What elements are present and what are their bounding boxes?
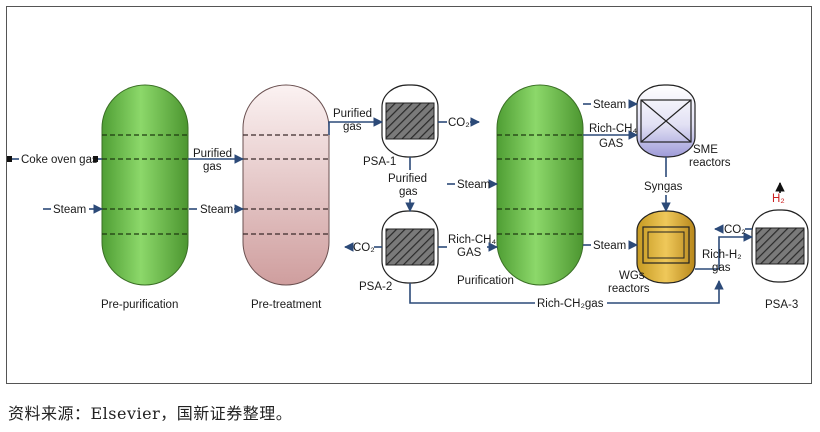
purified-gas-label: Purified <box>193 148 232 160</box>
rich-h2-gas-label: gas <box>712 262 731 274</box>
diagram-frame: Coke oven gas Steam Steam Steam Steam St… <box>6 6 812 384</box>
rich-ch4-gas-label: Rich-CH₄ <box>448 234 496 246</box>
inlet-marker <box>93 156 98 162</box>
sme-reactors-label: reactors <box>689 157 731 169</box>
sme-reactor <box>636 84 696 158</box>
flow-lines <box>9 99 753 304</box>
psa-2-label: PSA-2 <box>359 281 392 293</box>
flow-labels: Coke oven gas Steam Steam Steam Steam St… <box>21 99 785 310</box>
unit-labels: Pre-purification Pre-treatment Purificat… <box>101 156 798 311</box>
pre-treatment-column <box>242 84 330 286</box>
steam-label: Steam <box>200 204 233 216</box>
rich-ch2-gas-label: Rich-CH₂gas <box>537 298 604 310</box>
coke-oven-gas-label: Coke oven gas <box>21 154 98 166</box>
syngas-label: Syngas <box>644 181 683 193</box>
purified-gas-label: Purified <box>388 173 427 185</box>
source-note: 资料来源：Elsevier，国新证券整理。 <box>8 404 293 423</box>
steam-label: Steam <box>53 204 86 216</box>
purified-gas-label: gas <box>203 161 222 173</box>
psa-3-vessel <box>751 209 809 283</box>
wgs-reactors-label: reactors <box>608 283 650 295</box>
co2-label: CO₂ <box>353 242 375 254</box>
steam-label: Steam <box>593 240 626 252</box>
inlet-marker <box>7 156 12 162</box>
purification-label: Purification <box>457 275 514 287</box>
pre-purification-label: Pre-purification <box>101 299 178 311</box>
wgs-reactors-label: WGs <box>619 270 645 282</box>
co2-label: CO₂ <box>724 224 746 236</box>
purification-column <box>496 84 584 286</box>
rich-ch4-gas-label: GAS <box>457 247 482 259</box>
co2-label: CO₂ <box>448 117 470 129</box>
psa-1-label: PSA-1 <box>363 156 396 168</box>
h2-label: H₂ <box>772 193 785 205</box>
rich-ch4-gas-label: GAS <box>599 138 624 150</box>
process-flow-diagram: Coke oven gas Steam Steam Steam Steam St… <box>7 84 809 311</box>
purified-gas-label: gas <box>399 186 418 198</box>
psa-2-vessel <box>381 210 439 284</box>
steam-label: Steam <box>457 179 490 191</box>
pre-treatment-label: Pre-treatment <box>251 299 322 311</box>
pre-purification-column <box>101 84 189 286</box>
rich-ch4-gas-label: Rich-CH₄ <box>589 123 637 135</box>
psa-1-vessel <box>381 84 439 158</box>
sme-reactors-label: SME <box>693 144 718 156</box>
rich-h2-gas-label: Rich-H₂ <box>702 249 742 261</box>
purified-gas-label: gas <box>343 121 362 133</box>
wgs-reactor <box>636 210 696 284</box>
psa-3-label: PSA-3 <box>765 299 798 311</box>
purified-gas-label: Purified <box>333 108 372 120</box>
steam-label: Steam <box>593 99 626 111</box>
